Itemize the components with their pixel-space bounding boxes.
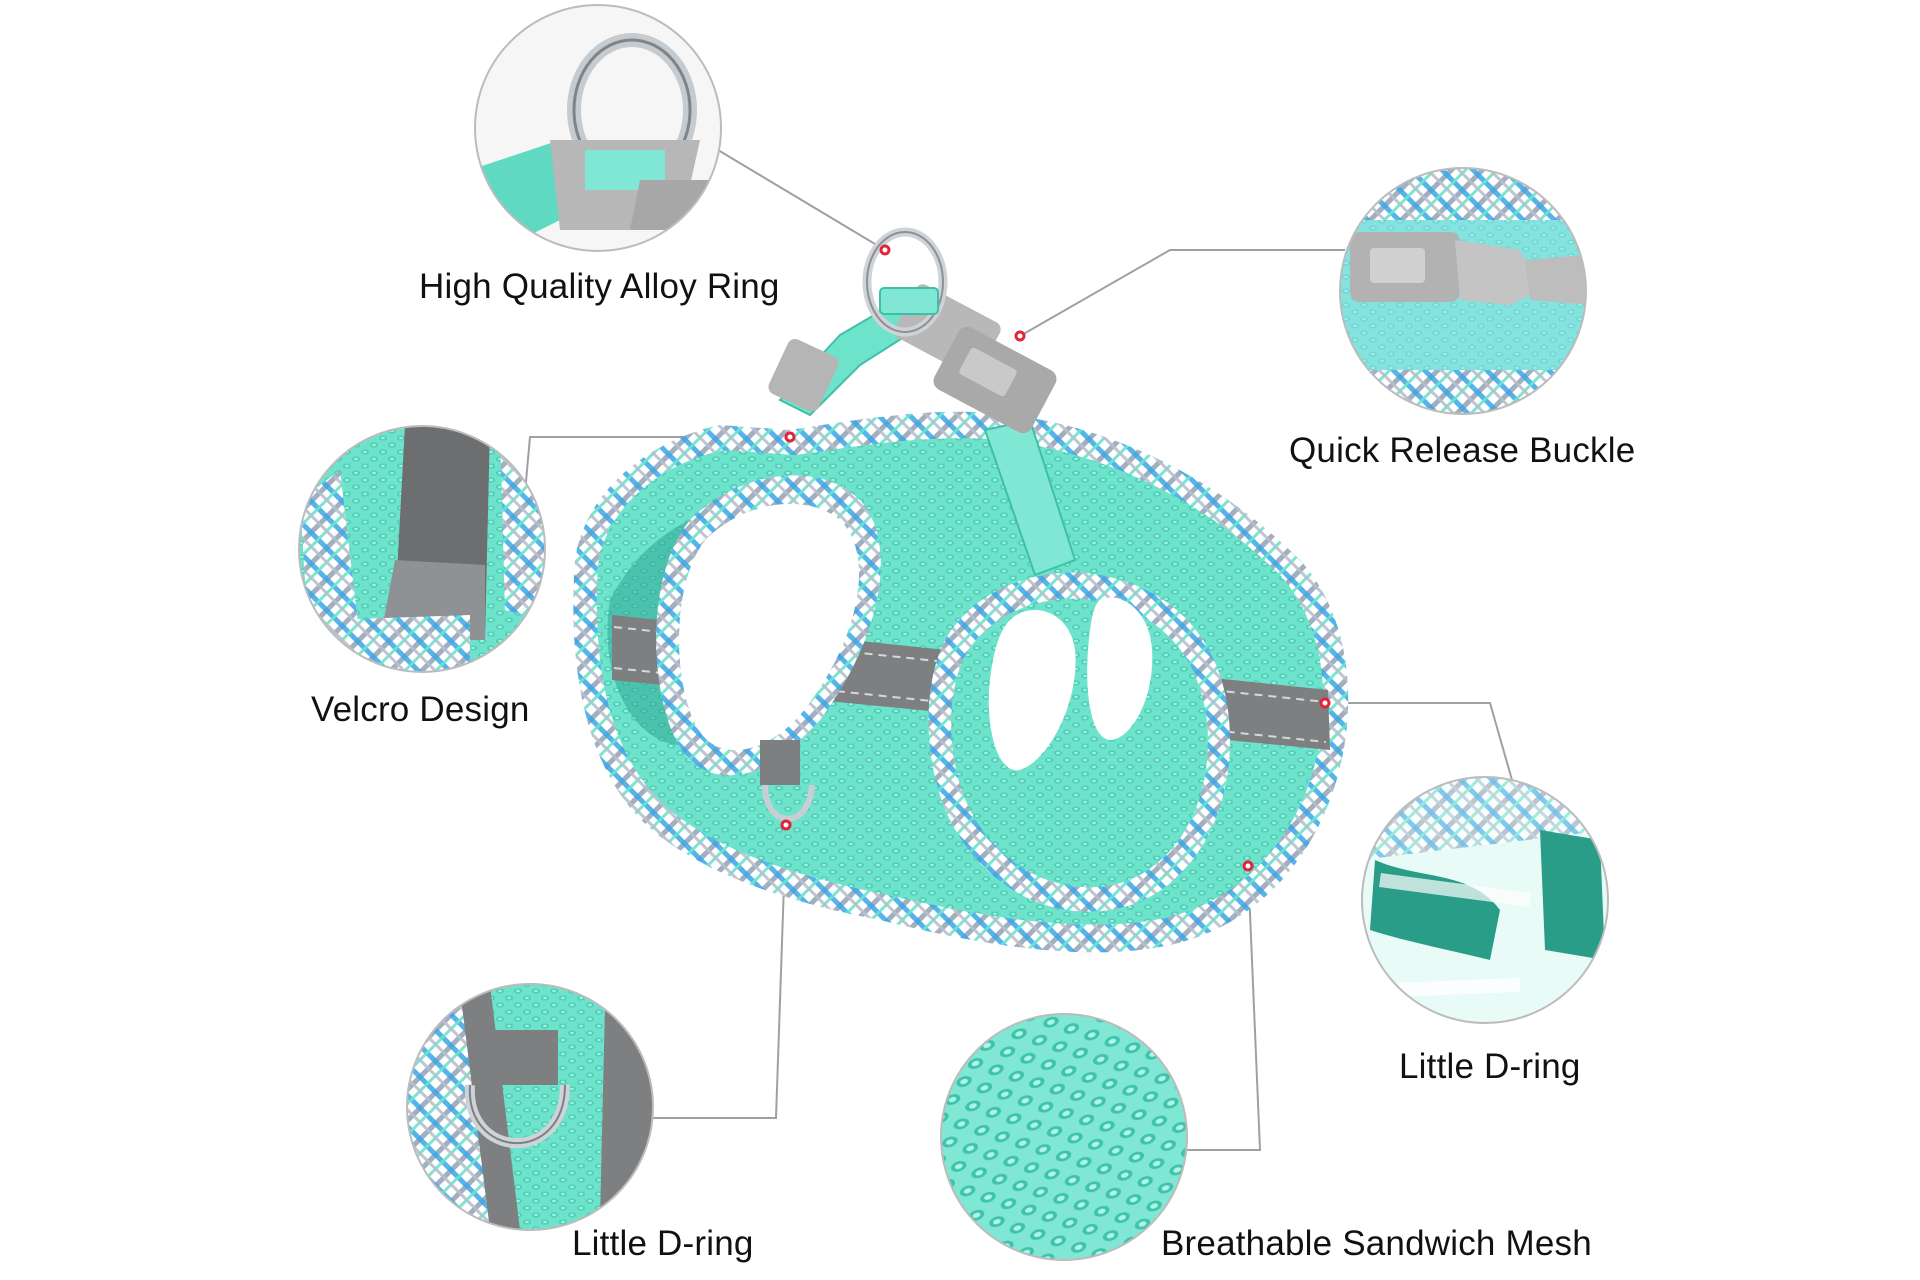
label-little-d-ring-left: Little D-ring bbox=[572, 1224, 754, 1263]
detail-circle-velcro bbox=[298, 425, 546, 673]
callout-line-buckle bbox=[1019, 249, 1345, 337]
strap-adjuster bbox=[768, 339, 839, 412]
top-d-ring bbox=[862, 227, 948, 337]
harness-product bbox=[573, 227, 1349, 953]
right-leg-inner-hole bbox=[988, 610, 1076, 771]
callout-line-dring-left bbox=[652, 824, 787, 1119]
left-leg-hole bbox=[679, 503, 860, 751]
label-velcro-design: Velcro Design bbox=[311, 690, 530, 729]
label-little-d-ring-right: Little D-ring bbox=[1399, 1047, 1581, 1086]
callout-line-ring bbox=[717, 149, 886, 251]
detail-circle-alloy-ring bbox=[474, 4, 722, 252]
label-alloy-ring: High Quality Alloy Ring bbox=[419, 267, 780, 306]
detail-circle-buckle bbox=[1339, 167, 1587, 415]
callout-line-dring-right bbox=[1325, 702, 1513, 781]
detail-circle-dring-right bbox=[1361, 776, 1609, 1024]
detail-circle-mesh bbox=[940, 1013, 1188, 1261]
detail-circle-dring-left bbox=[406, 983, 654, 1231]
callout-dots bbox=[780, 244, 1331, 872]
side-d-ring bbox=[760, 740, 815, 822]
label-breathable-mesh: Breathable Sandwich Mesh bbox=[1161, 1224, 1592, 1263]
right-leg-inner-hole-2 bbox=[1087, 597, 1153, 740]
callout-line-mesh bbox=[1187, 865, 1262, 1151]
label-quick-release-buckle: Quick Release Buckle bbox=[1289, 431, 1636, 470]
